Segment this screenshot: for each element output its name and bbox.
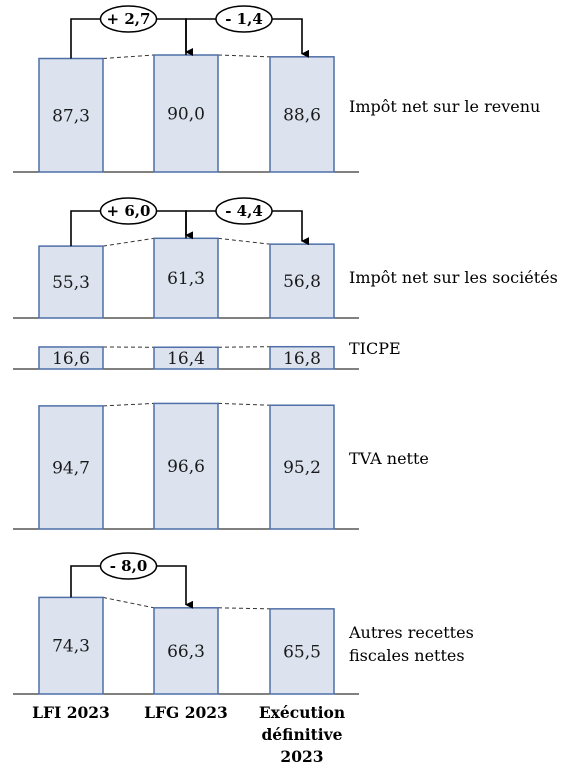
connector-line (217, 607, 271, 610)
connector-line (217, 237, 271, 245)
x-axis-label: Exécution (259, 703, 345, 722)
connector-line (102, 237, 155, 247)
bar (153, 346, 219, 370)
x-axis-label: définitive (261, 725, 342, 744)
bar-value-label: 55,3 (52, 273, 90, 293)
category-label: fiscales nettes (349, 646, 465, 665)
bar-value-label: 66,3 (167, 642, 205, 662)
connector-line (217, 54, 271, 58)
bar-value-label: 16,6 (52, 349, 90, 369)
bar (269, 345, 335, 370)
bar (38, 57, 104, 173)
bar (153, 402, 219, 530)
bar-value-label: 74,3 (52, 637, 90, 657)
bar-value-label: 94,7 (52, 458, 90, 478)
bar-value-label: 95,2 (283, 458, 321, 478)
category-label: Autres recettes (348, 623, 474, 642)
bar (269, 404, 335, 530)
category-label: Impôt net sur les sociétés (349, 268, 558, 287)
delta-label: + 2,7 (107, 10, 151, 28)
bar (38, 346, 104, 370)
category-label: TVA nette (349, 449, 429, 468)
bar (38, 245, 104, 319)
x-axis-label: 2023 (280, 747, 323, 766)
connector-line (217, 402, 271, 406)
bar (269, 608, 335, 695)
bar-value-label: 61,3 (167, 269, 205, 289)
connector-line (217, 346, 271, 348)
bar (38, 405, 104, 530)
bar (153, 237, 219, 319)
bar (38, 596, 104, 695)
bar-value-label: 90,0 (167, 105, 205, 125)
delta-bubble (215, 197, 273, 225)
bar-value-label: 16,8 (283, 349, 321, 369)
delta-label: - 8,0 (110, 557, 148, 575)
x-axis-label: LFI 2023 (32, 703, 110, 722)
bar (153, 607, 219, 695)
bar-value-label: 65,5 (283, 642, 321, 662)
bar-value-label: 16,4 (167, 349, 205, 369)
x-axis-label: LFG 2023 (144, 703, 228, 722)
bar (269, 243, 335, 319)
bar-value-label: 56,8 (283, 272, 321, 292)
delta-bubble (215, 5, 273, 33)
bar-value-label: 88,6 (283, 105, 321, 125)
connector-line (102, 402, 155, 407)
delta-bubble (99, 5, 158, 33)
delta-label: + 6,0 (107, 202, 151, 220)
bar-value-label: 87,3 (52, 106, 90, 126)
connector-line (102, 596, 155, 609)
connector-line (102, 54, 155, 60)
delta-label: - 1,4 (225, 10, 263, 28)
delta-label: - 4,4 (225, 202, 263, 220)
category-label: Impôt net sur le revenu (349, 97, 540, 116)
bar (153, 54, 219, 173)
delta-bubble (99, 197, 158, 225)
delta-bubble (99, 552, 158, 580)
bar-value-label: 96,6 (167, 457, 205, 477)
category-label: TICPE (349, 339, 401, 358)
